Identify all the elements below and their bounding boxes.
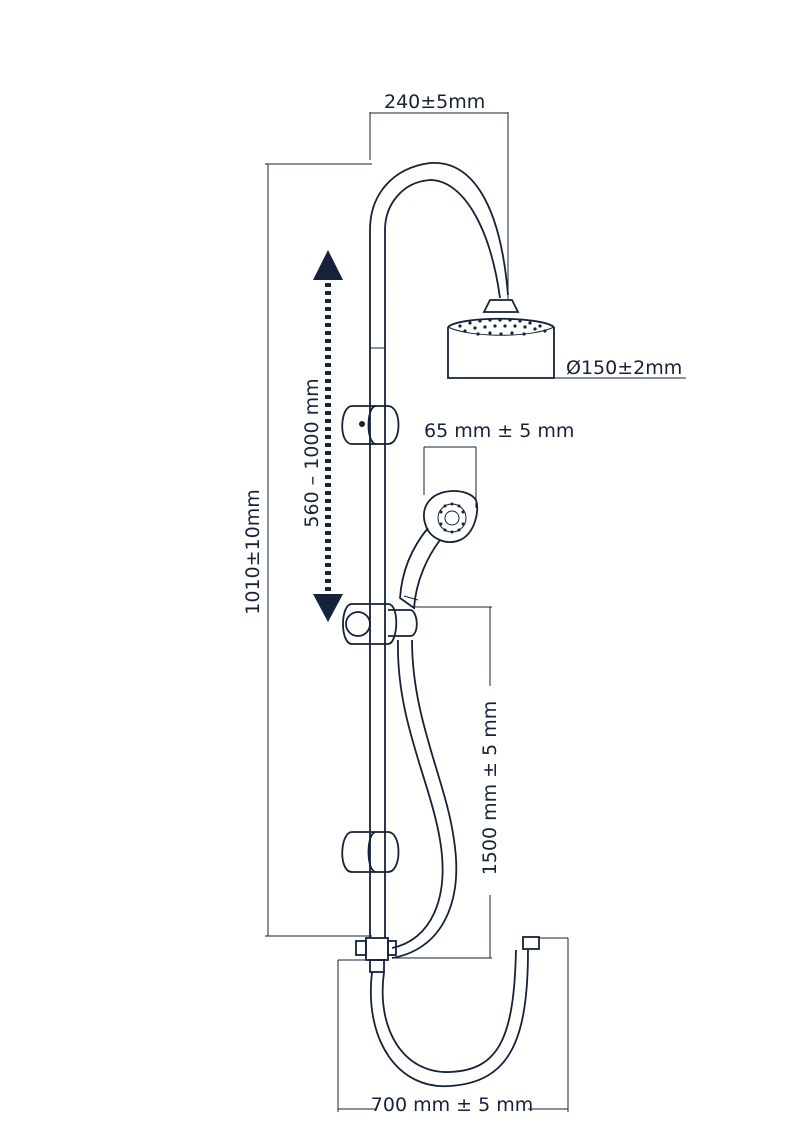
shower-head (447, 299, 555, 379)
supply-hose (370, 936, 569, 1112)
hand-shower (399, 490, 479, 610)
hose-length-dimension (392, 606, 492, 959)
bottom-hose-label: 700 mm ± 5 mm (371, 1094, 533, 1116)
slider-range-arrow (313, 250, 343, 622)
hose-length-label: 1500 mm ± 5 mm (479, 701, 501, 876)
arm-reach-dimension (369, 112, 509, 300)
slider-holder (342, 603, 418, 645)
slider-range-label: 560 – 1000 mm (301, 378, 323, 527)
rail-height-label: 1010±10mm (242, 489, 264, 614)
rail-height-dimension (265, 163, 372, 937)
handshower-width-dimension (423, 446, 477, 508)
head-diameter-label: Ø150±2mm (566, 357, 682, 379)
arm-reach-label: 240±5mm (384, 91, 485, 113)
upper-wall-bracket (341, 405, 400, 445)
flex-hose (391, 639, 458, 959)
bottom-label-backdrop (376, 1094, 528, 1116)
shower-rail (369, 162, 509, 938)
diverter-valve (337, 937, 397, 1112)
lower-wall-bracket (341, 831, 400, 873)
handshower-width-label: 65 mm ± 5 mm (424, 420, 574, 442)
